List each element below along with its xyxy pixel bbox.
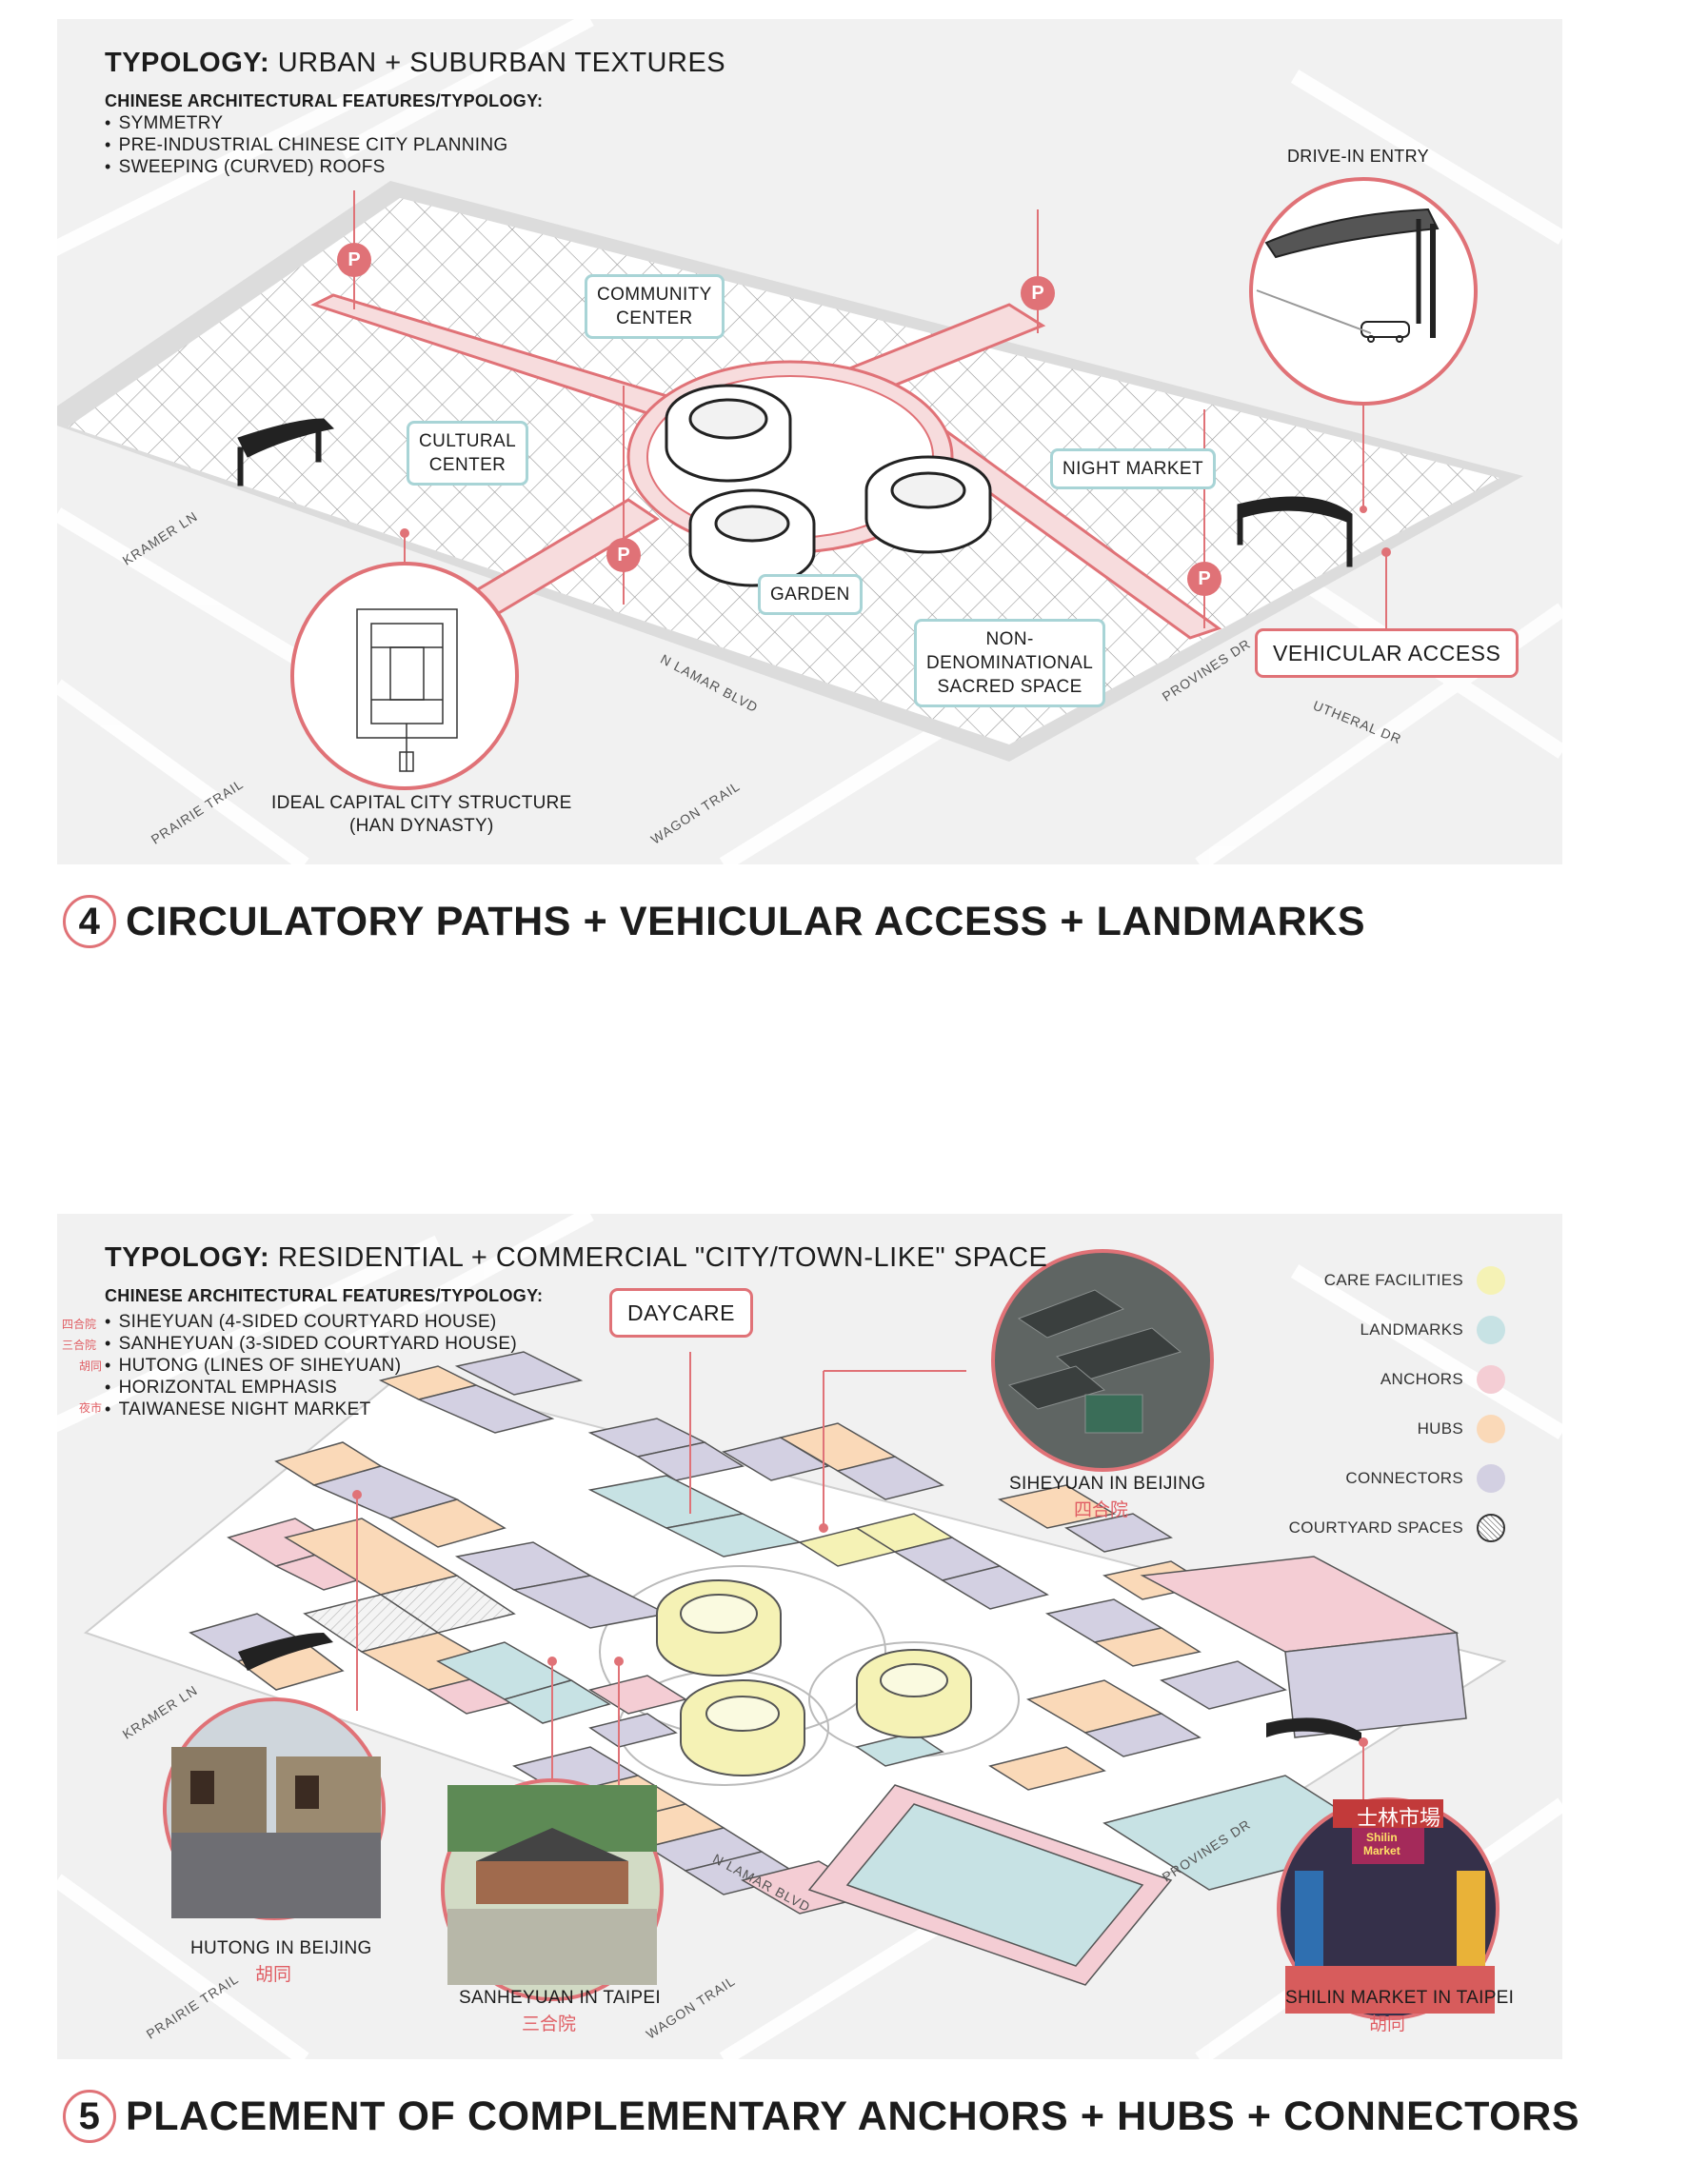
legend-item-courtyard-spaces: COURTYARD SPACES [1289,1514,1505,1542]
drive-in-entry-caption: DRIVE-IN ENTRY [1287,145,1429,168]
feature-item: SANHEYUAN (3-SIDED COURTYARD HOUSE) [105,1333,517,1355]
parking-pin: P [1187,562,1221,596]
legend-item-care-facilities: CARE FACILITIES [1324,1266,1505,1295]
feature-item: HORIZONTAL EMPHASIS [105,1377,517,1399]
caption-hutong-zh: 胡同 [255,1960,291,1986]
legend-item-hubs: HUBS [1418,1415,1505,1443]
label-vehicular-access: VEHICULAR ACCESS [1255,628,1519,678]
ideal-capital-caption: IDEAL CAPITAL CITY STRUCTURE (HAN DYNAST… [271,792,572,838]
shilin-sign-zh: 士林市場 [1357,1801,1440,1832]
feature-zh-label: 胡同 [79,1358,102,1374]
features-list: SIHEYUAN (4-SIDED COURTYARD HOUSE) SANHE… [105,1311,517,1420]
legend-item-landmarks: LANDMARKS [1360,1316,1505,1344]
caption-shilin: SHILIN MARKET IN TAIPEI [1285,1987,1514,2010]
caption-sanheyuan: SANHEYUAN IN TAIPEI [459,1987,661,2010]
label-daycare: DAYCARE [609,1288,753,1338]
caption-shilin-zh: 胡同 [1369,2010,1405,2035]
caption-sanheyuan-zh: 三合院 [522,2010,576,2035]
section-title: CIRCULATORY PATHS + VEHICULAR ACCESS + L… [126,899,1365,945]
legend-item-anchors: ANCHORS [1380,1365,1505,1394]
features-title: CHINESE ARCHITECTURAL FEATURES/TYPOLOGY: [105,1286,543,1306]
legend-item-connectors: CONNECTORS [1345,1464,1505,1493]
shilin-sign-en: Shilin Market [1363,1831,1400,1857]
section-title: PLACEMENT OF COMPLEMENTARY ANCHORS + HUB… [126,2094,1579,2140]
label-garden: GARDEN [758,574,863,615]
parking-pin: P [1021,276,1055,310]
feature-item: HUTONG (LINES OF SIHEYUAN) [105,1355,517,1377]
typology-title: TYPOLOGY: RESIDENTIAL + COMMERCIAL "CITY… [105,1242,1047,1274]
label-community-center: COMMUNITY CENTER [585,274,725,339]
feature-zh-label: 三合院 [62,1337,96,1353]
panel-anchors-hubs-connectors: TYPOLOGY: RESIDENTIAL + COMMERCIAL "CITY… [57,1214,1562,2059]
section-number: 4 [63,895,116,948]
feature-zh-label: 四合院 [62,1316,96,1332]
label-night-market: NIGHT MARKET [1050,448,1216,489]
label-sacred-space: NON- DENOMINATIONAL SACRED SPACE [914,619,1105,707]
section-number: 5 [63,2090,116,2143]
caption-hutong: HUTONG IN BEIJING [190,1937,372,1960]
feature-item: PRE-INDUSTRIAL CHINESE CITY PLANNING [105,134,507,156]
feature-item: TAIWANESE NIGHT MARKET [105,1399,517,1420]
feature-item: SIHEYUAN (4-SIDED COURTYARD HOUSE) [105,1311,517,1333]
feature-zh-label: 夜市 [79,1399,102,1416]
features-list: SYMMETRY PRE-INDUSTRIAL CHINESE CITY PLA… [105,112,507,178]
section-heading-5: 5 PLACEMENT OF COMPLEMENTARY ANCHORS + H… [63,2090,1579,2143]
panel-circulatory-paths: TYPOLOGY: URBAN + SUBURBAN TEXTURES CHIN… [57,19,1562,864]
section-heading-4: 4 CIRCULATORY PATHS + VEHICULAR ACCESS +… [63,895,1365,948]
feature-item: SYMMETRY [105,112,507,134]
feature-item: SWEEPING (CURVED) ROOFS [105,156,507,178]
caption-siheyuan-zh: 四合院 [1074,1496,1128,1521]
caption-siheyuan: SIHEYUAN IN BEIJING [1009,1473,1205,1496]
typology-title: TYPOLOGY: URBAN + SUBURBAN TEXTURES [105,48,725,79]
label-cultural-center: CULTURAL CENTER [407,421,528,486]
features-title: CHINESE ARCHITECTURAL FEATURES/TYPOLOGY: [105,91,543,111]
parking-pin: P [337,243,371,277]
parking-pin: P [606,538,641,572]
